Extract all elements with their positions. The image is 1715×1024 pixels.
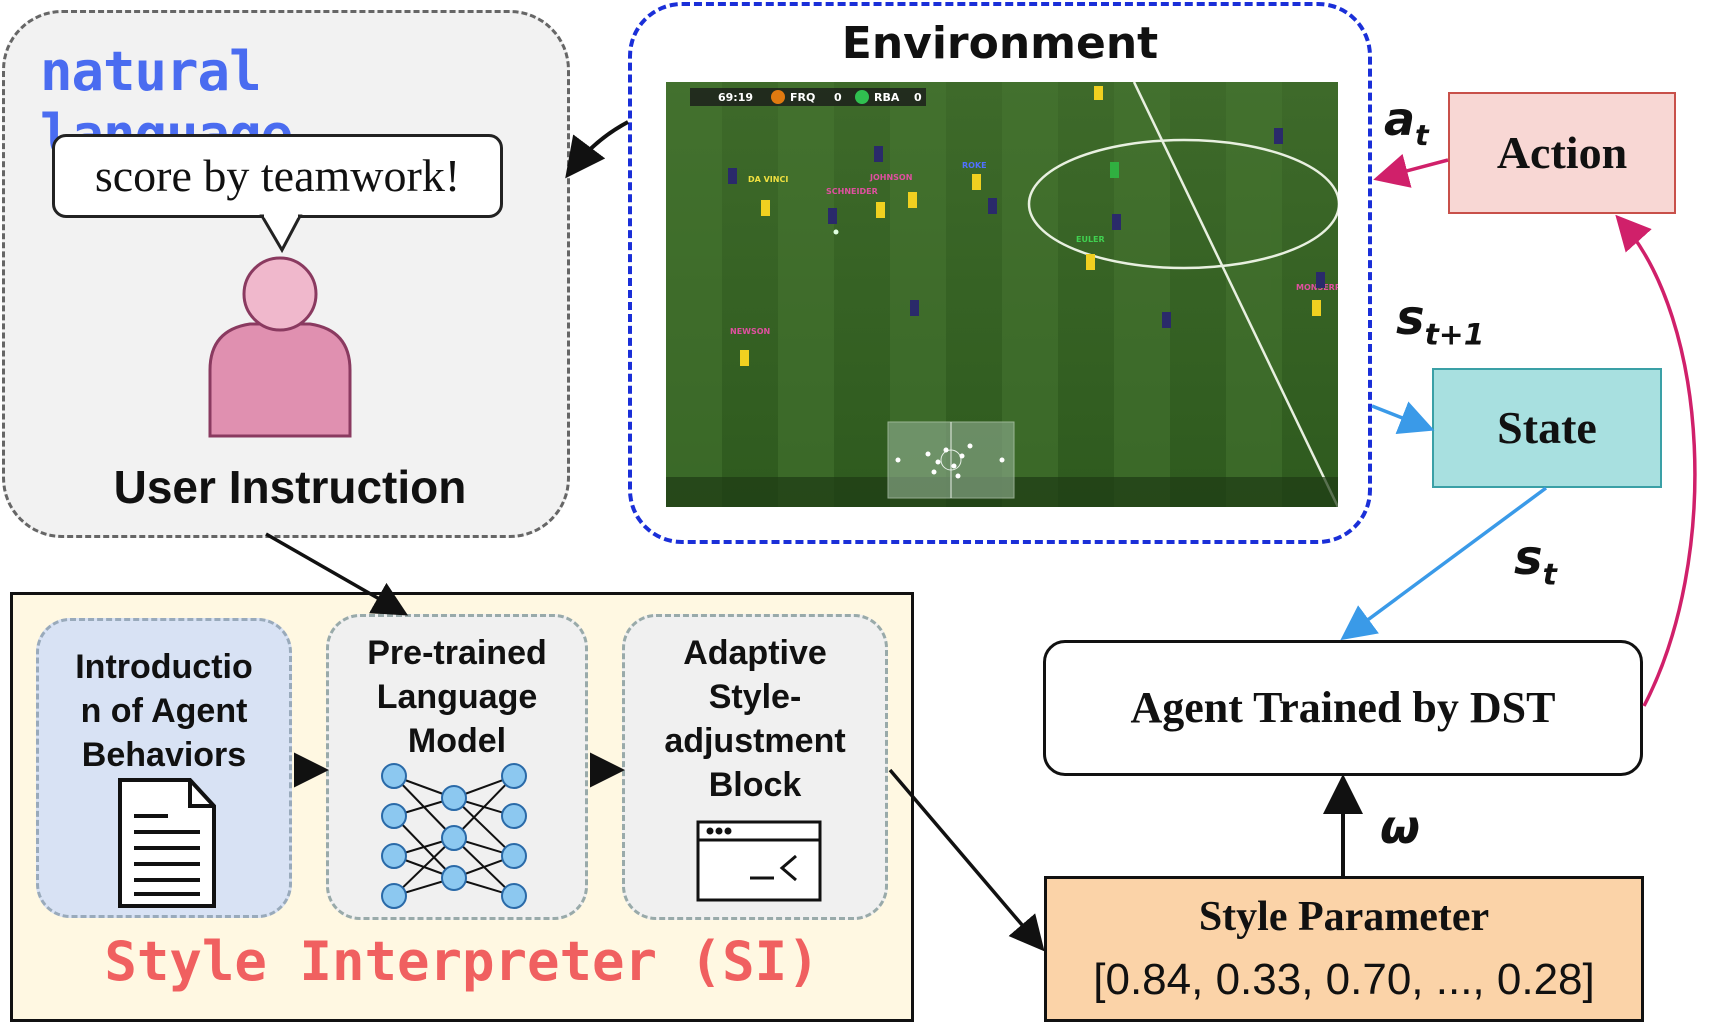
player-tag: ROKE [962, 161, 987, 170]
style-parameter-box: Style Parameter [0.84, 0.33, 0.70, ..., … [1044, 876, 1644, 1022]
arrow-asab-to-style-parameter [888, 768, 1045, 952]
player-tag: DA VINCI [748, 175, 788, 184]
intro-line-1: Introductio [75, 648, 253, 686]
user-instruction-label: User Instruction [113, 461, 467, 513]
state-box: State [1432, 368, 1662, 488]
player-tag: EULER [1076, 235, 1105, 244]
omega-symbol-label: ω [1380, 800, 1420, 854]
environment-title: Environment [841, 18, 1159, 69]
action-box: Action [1448, 92, 1676, 214]
hud-team-right: RBA [874, 91, 900, 104]
soccer-field-graphic: 69:19 FRQ 0 RBA 0 DA VINCI JOHNSON SCHNE… [666, 82, 1338, 507]
hud-team-left: FRQ [790, 91, 815, 104]
arrow-action-to-environment [1373, 153, 1449, 188]
style-parameter-title: Style Parameter [1198, 894, 1490, 940]
hud-score-right: 0 [914, 91, 922, 104]
arrow-environment-to-user [565, 120, 629, 179]
agent-box: Agent Trained by DST [1043, 640, 1643, 776]
current-state-symbol-label: st [1514, 530, 1557, 593]
terminal-icon [696, 820, 822, 902]
player-tag: SCHNEIDER [826, 187, 878, 196]
hud-score-left: 0 [834, 91, 842, 104]
next-state-symbol-label: st+1 [1396, 290, 1485, 353]
style-interpreter-title: Style Interpreter (SI) [104, 930, 820, 993]
action-symbol-label: at [1384, 92, 1429, 153]
soccer-game-screenshot: 69:19 FRQ 0 RBA 0 DA VINCI JOHNSON SCHNE… [666, 82, 1338, 507]
pretrained-language-model-box: Pre-trained Language Model [326, 614, 588, 920]
arrow-environment-to-state [1371, 401, 1435, 435]
plm-line-1: Pre-trained [367, 634, 547, 672]
arrow-user-to-plm [265, 532, 409, 616]
player-tag: JOHNSON [869, 173, 912, 182]
arrow-agent-to-action [1615, 214, 1697, 707]
asab-line-2: Style- [708, 678, 802, 716]
arrow-state-to-agent [1340, 486, 1548, 641]
asab-line-3: adjustment [664, 722, 846, 760]
document-icon [118, 778, 216, 908]
asab-line-4: Block [708, 766, 802, 804]
agent-behaviors-intro-box: Introductio n of Agent Behaviors [36, 618, 292, 918]
plm-line-2: Language [376, 678, 538, 716]
asab-line-1: Adaptive [683, 634, 827, 672]
plm-line-3: Model [407, 722, 507, 760]
style-parameter-values: [0.84, 0.33, 0.70, ..., 0.28] [1093, 955, 1595, 1004]
user-person-icon [208, 256, 352, 438]
speech-bubble: score by teamwork! [52, 134, 503, 218]
hud-time: 69:19 [718, 91, 753, 104]
intro-line-2: n of Agent [80, 692, 248, 730]
intro-line-3: Behaviors [81, 736, 247, 774]
player-tag: NEWSON [730, 327, 770, 336]
